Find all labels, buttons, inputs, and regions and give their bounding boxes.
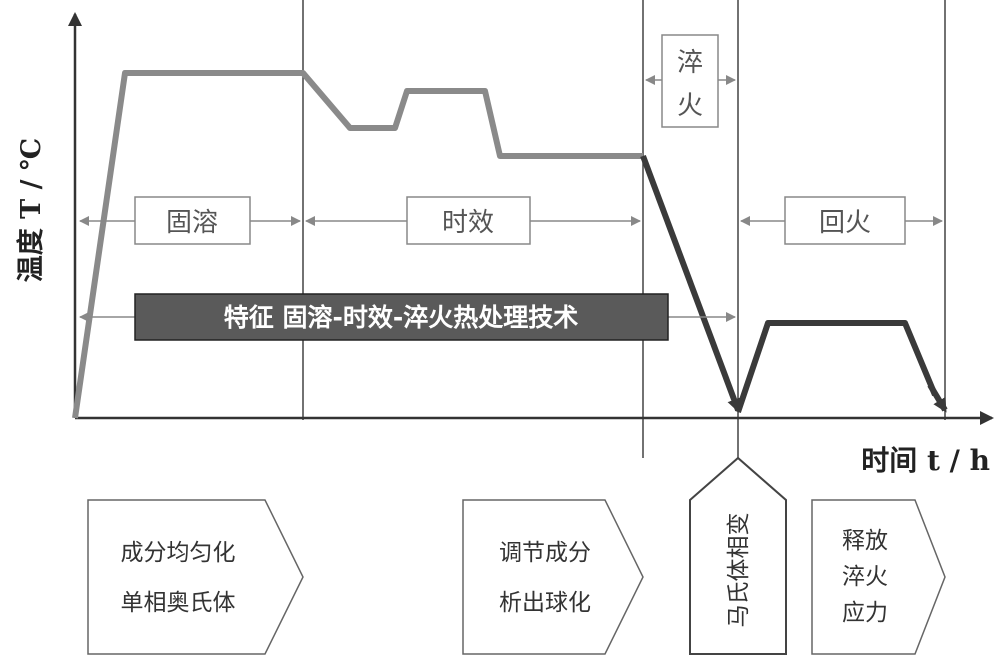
effect-solution-line1: 成分均匀化 [121, 540, 236, 566]
stage-label-solution-text: 固溶 [166, 208, 218, 238]
effect-temper-line3: 应力 [842, 600, 888, 626]
effect-box-quench: 马氏体相变 [690, 458, 786, 654]
feature-banner-text: 特征 固溶-时效-淬火热处理技术 [224, 303, 578, 332]
x-axis-label: 时间 t / h [861, 444, 990, 477]
stage-label-solution: 固溶 [135, 197, 250, 244]
effect-aging-line2: 析出球化 [499, 590, 591, 616]
stage-label-quench-line2: 火 [677, 91, 703, 121]
effect-quench-text: 马氏体相变 [726, 513, 752, 628]
effect-box-aging: 调节成分 析出球化 [463, 500, 643, 654]
stage-label-aging: 时效 [407, 197, 530, 244]
feature-banner: 特征 固溶-时效-淬火热处理技术 [135, 294, 668, 340]
temperature-curve-solution-aging [75, 73, 643, 418]
stage-label-temper: 回火 [785, 197, 905, 244]
temperature-curve-quench [643, 156, 738, 410]
temperature-curve-temper-end [930, 385, 945, 410]
effect-aging-line1: 调节成分 [499, 540, 591, 566]
temperature-curve-temper [738, 323, 935, 412]
effect-box-temper: 释放 淬火 应力 [812, 500, 945, 654]
stage-label-temper-text: 回火 [819, 208, 871, 238]
effect-solution-line2: 单相奥氏体 [121, 590, 236, 616]
effect-temper-line2: 淬火 [842, 564, 888, 590]
y-axis-label-group: 温度 T / ℃ [15, 138, 47, 283]
y-axis-label: 温度 T / ℃ [15, 138, 47, 283]
stage-label-quench-line1: 淬 [677, 48, 703, 78]
effect-box-solution: 成分均匀化 单相奥氏体 [88, 500, 303, 654]
stage-label-quench: 淬 火 [662, 35, 718, 127]
stage-label-aging-text: 时效 [442, 208, 494, 238]
effect-temper-line1: 释放 [842, 528, 888, 554]
